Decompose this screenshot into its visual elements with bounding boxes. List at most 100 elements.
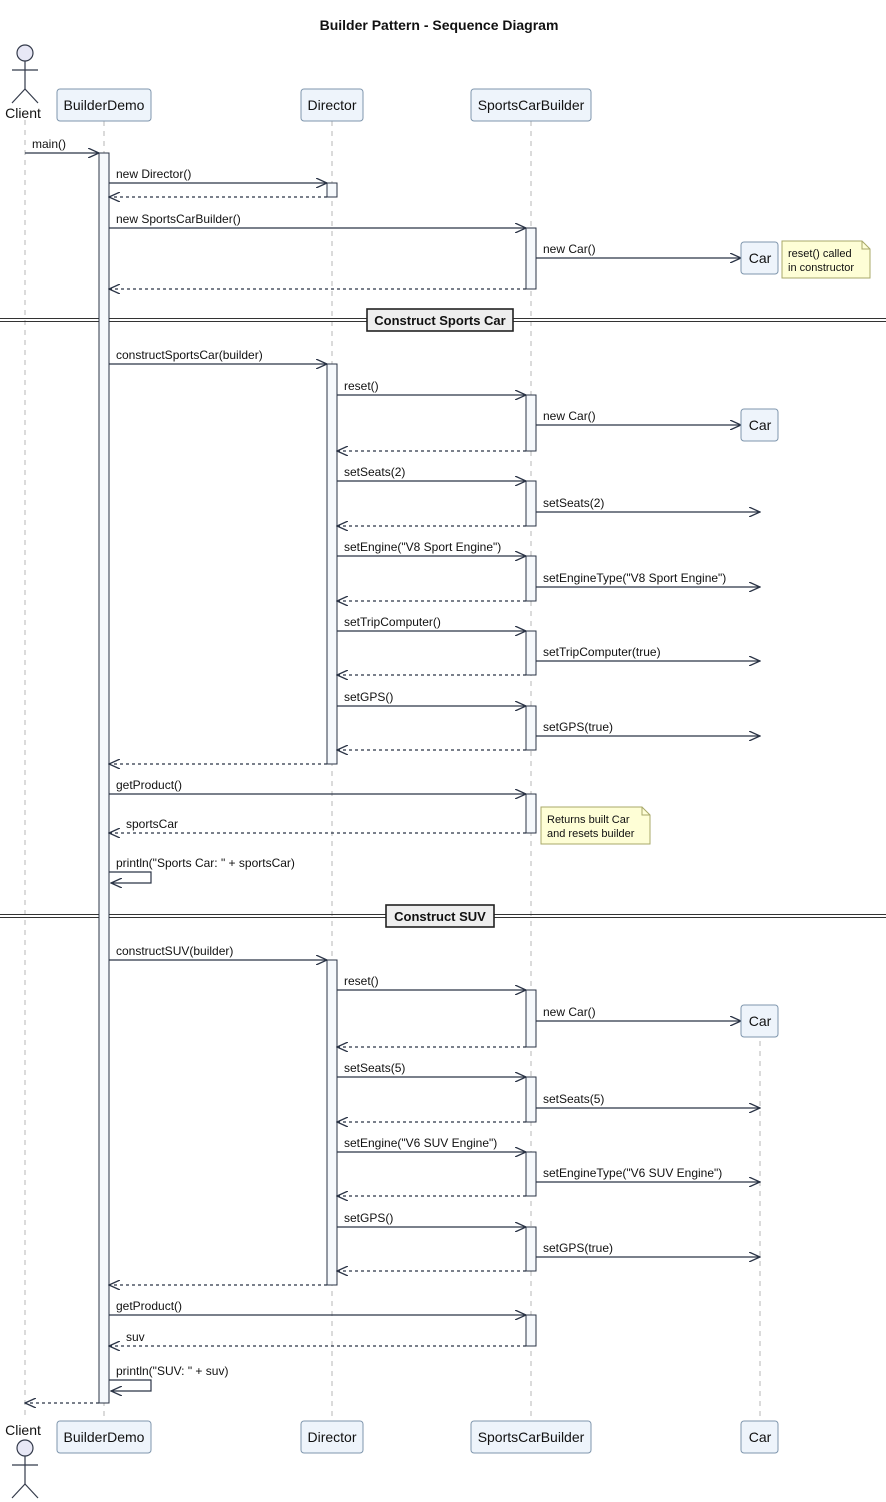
activation-director xyxy=(326,182,338,198)
message-label: setSeats(2) xyxy=(543,496,604,510)
message-label: setTripComputer() xyxy=(344,615,441,629)
participant-director-top: Director xyxy=(300,88,364,122)
participant-label: Director xyxy=(307,1429,356,1445)
message-return: suv xyxy=(109,1330,526,1346)
message-sync: constructSUV(builder) xyxy=(109,944,327,960)
participant-label: Director xyxy=(307,97,356,113)
message-label: setSeats(2) xyxy=(344,465,405,479)
message-label: reset() xyxy=(344,974,379,988)
message-label: setSeats(5) xyxy=(344,1061,405,1075)
message-self: println("Sports Car: " + sportsCar) xyxy=(109,856,295,883)
message-self: println("SUV: " + suv) xyxy=(109,1364,228,1391)
message-sync: constructSportsCar(builder) xyxy=(109,348,327,364)
participant-label: BuilderDemo xyxy=(64,97,145,113)
participant-car-bottom: Car xyxy=(740,1420,779,1454)
message-label: println("SUV: " + suv) xyxy=(116,1364,228,1378)
message-sync: setTripComputer(true) xyxy=(536,645,760,661)
message-sync: setSeats(2) xyxy=(536,496,760,512)
participant-sportscarbuilder-top: SportsCarBuilder xyxy=(470,88,592,122)
note-text: in constructor xyxy=(788,262,854,274)
participant-label: Car xyxy=(749,417,772,433)
message-label: setSeats(5) xyxy=(543,1092,604,1106)
message-sync: setSeats(5) xyxy=(337,1061,526,1077)
note-fold xyxy=(641,807,650,816)
message-sync: setGPS(true) xyxy=(536,720,760,736)
message-sync: setEngine("V6 SUV Engine") xyxy=(337,1136,526,1152)
participant-label: Car xyxy=(749,250,772,266)
activations xyxy=(98,152,537,1404)
message-sync: setEngineType("V6 SUV Engine") xyxy=(536,1166,760,1182)
message-sync: getProduct() xyxy=(109,778,526,794)
message-label: sportsCar xyxy=(126,817,178,831)
message-sync: reset() xyxy=(337,974,526,990)
activation-sportscarbuilder xyxy=(525,793,537,834)
participant-box xyxy=(300,88,364,122)
message-sync: setSeats(2) xyxy=(337,465,526,481)
message-sync: new Director() xyxy=(109,167,327,183)
activation-sportscarbuilder xyxy=(525,227,537,290)
message-sync: setSeats(5) xyxy=(536,1092,760,1108)
separator-box xyxy=(385,904,495,928)
participant-builderdemo-bottom: BuilderDemo xyxy=(56,1420,152,1454)
message-label: setGPS(true) xyxy=(543,1241,613,1255)
participant-sportscarbuilder-bottom: SportsCarBuilder xyxy=(470,1420,592,1454)
participant-box xyxy=(470,1420,592,1454)
message-sync: setGPS() xyxy=(337,1211,526,1227)
participant-box xyxy=(56,1420,152,1454)
activation-sportscarbuilder xyxy=(525,1151,537,1197)
note-text: and resets builder xyxy=(547,828,635,840)
messages: main() new Director() new SportsCarBuilder… xyxy=(25,137,779,1403)
activation-sportscarbuilder xyxy=(525,1314,537,1347)
participant-box xyxy=(300,1420,364,1454)
participant-box xyxy=(740,1420,779,1454)
separator-box xyxy=(366,308,514,332)
message-label: setTripComputer(true) xyxy=(543,645,661,659)
participant-car-box xyxy=(740,408,779,442)
participant-client-bottom: Client xyxy=(5,1422,41,1499)
message-label: new SportsCarBuilder() xyxy=(116,212,241,226)
message-label: new Car() xyxy=(543,1005,596,1019)
message-label: suv xyxy=(126,1330,145,1344)
message-arrow xyxy=(109,1379,152,1391)
activation-sportscarbuilder xyxy=(525,1076,537,1123)
message-create: new Car()Car xyxy=(536,1004,779,1038)
message-sync: setGPS(true) xyxy=(536,1241,760,1257)
message-label: main() xyxy=(32,137,66,151)
activation-sportscarbuilder xyxy=(525,705,537,751)
message-label: reset() xyxy=(344,379,379,393)
participant-label: SportsCarBuilder xyxy=(478,1429,585,1445)
participant-label: BuilderDemo xyxy=(64,1429,145,1445)
message-sync: setTripComputer() xyxy=(337,615,526,631)
message-sync: setEngineType("V8 Sport Engine") xyxy=(536,571,760,587)
message-label: println("Sports Car: " + sportsCar) xyxy=(116,856,295,870)
activation-sportscarbuilder xyxy=(525,394,537,452)
message-label: new Director() xyxy=(116,167,191,181)
separator-label: Construct Sports Car xyxy=(374,313,505,328)
message-label: new Car() xyxy=(543,409,596,423)
message-create: new Car()Car xyxy=(536,241,779,275)
note-fold xyxy=(861,241,870,250)
message-sync: reset() xyxy=(337,379,526,395)
message-sync: main() xyxy=(25,137,99,153)
activation-sportscarbuilder xyxy=(525,630,537,676)
activation-builderdemo xyxy=(98,152,110,1404)
activation-director xyxy=(326,959,338,1286)
message-label: setGPS() xyxy=(344,690,393,704)
actor-icon xyxy=(11,1439,39,1499)
activation-sportscarbuilder xyxy=(525,989,537,1048)
activation-sportscarbuilder xyxy=(525,480,537,527)
message-label: setEngineType("V8 Sport Engine") xyxy=(543,571,726,585)
activation-sportscarbuilder xyxy=(525,555,537,602)
participant-label: Client xyxy=(5,105,41,121)
message-sync: setEngine("V8 Sport Engine") xyxy=(337,540,526,556)
note-body xyxy=(540,806,651,845)
separator-label: Construct SUV xyxy=(394,909,486,924)
note-body xyxy=(781,240,871,279)
activation-director xyxy=(326,363,338,765)
activation-sportscarbuilder xyxy=(525,1226,537,1272)
